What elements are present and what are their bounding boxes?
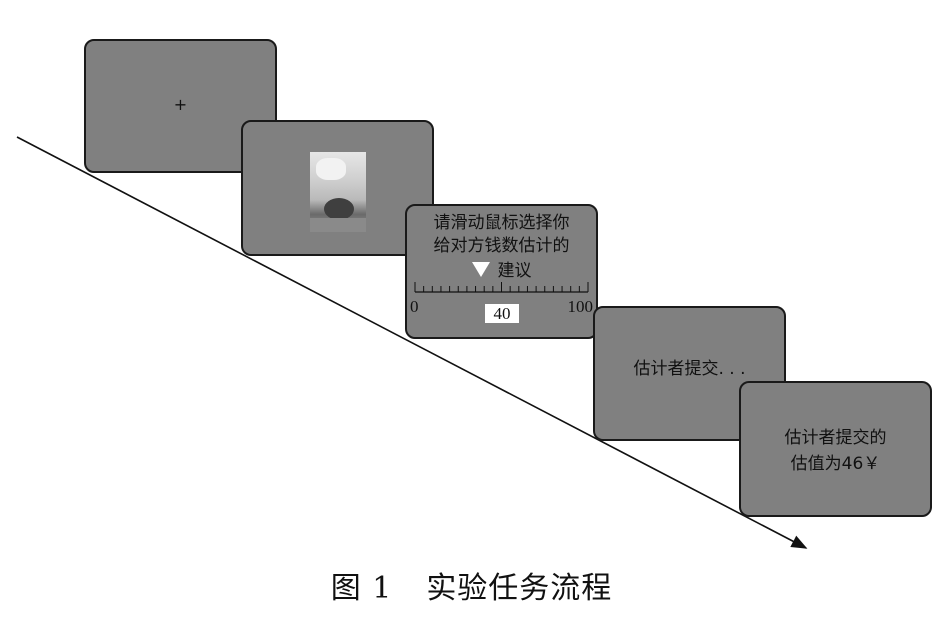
figure-number: 图 1	[330, 571, 393, 606]
prompt-line-1: 请滑动鼠标选择你	[433, 213, 570, 233]
stimulus-screen	[241, 120, 434, 256]
face-photo-icon	[310, 152, 366, 232]
scale-max-label: 100	[567, 297, 594, 316]
result-line-1: 估计者提交的	[784, 428, 887, 448]
result-screen: 估计者提交的 估值为46￥	[739, 381, 932, 517]
figure-caption: 图 1 实验任务流程	[0, 563, 943, 607]
rating-scale[interactable]	[407, 282, 596, 302]
suggest-row: 建议	[407, 260, 596, 283]
figure-title: 实验任务流程	[426, 571, 613, 606]
scale-min-label: 0	[410, 297, 419, 316]
suggest-label: 建议	[497, 261, 532, 281]
result-line-2: 估值为46￥	[790, 454, 881, 474]
selected-value-box: 40	[485, 304, 519, 323]
prompt-line-2: 给对方钱数估计的	[433, 236, 570, 256]
rating-screen: 请滑动鼠标选择你 给对方钱数估计的 建议 0 100 40	[405, 204, 598, 339]
result-text: 估计者提交的 估值为46￥	[741, 425, 930, 477]
waiting-text: 估计者提交. . .	[633, 359, 746, 379]
waiting-screen: 估计者提交. . .	[593, 306, 786, 441]
rating-prompt: 请滑动鼠标选择你 给对方钱数估计的	[407, 212, 596, 258]
fixation-cross: +	[173, 95, 188, 114]
slider-pointer-icon[interactable]	[471, 262, 490, 277]
